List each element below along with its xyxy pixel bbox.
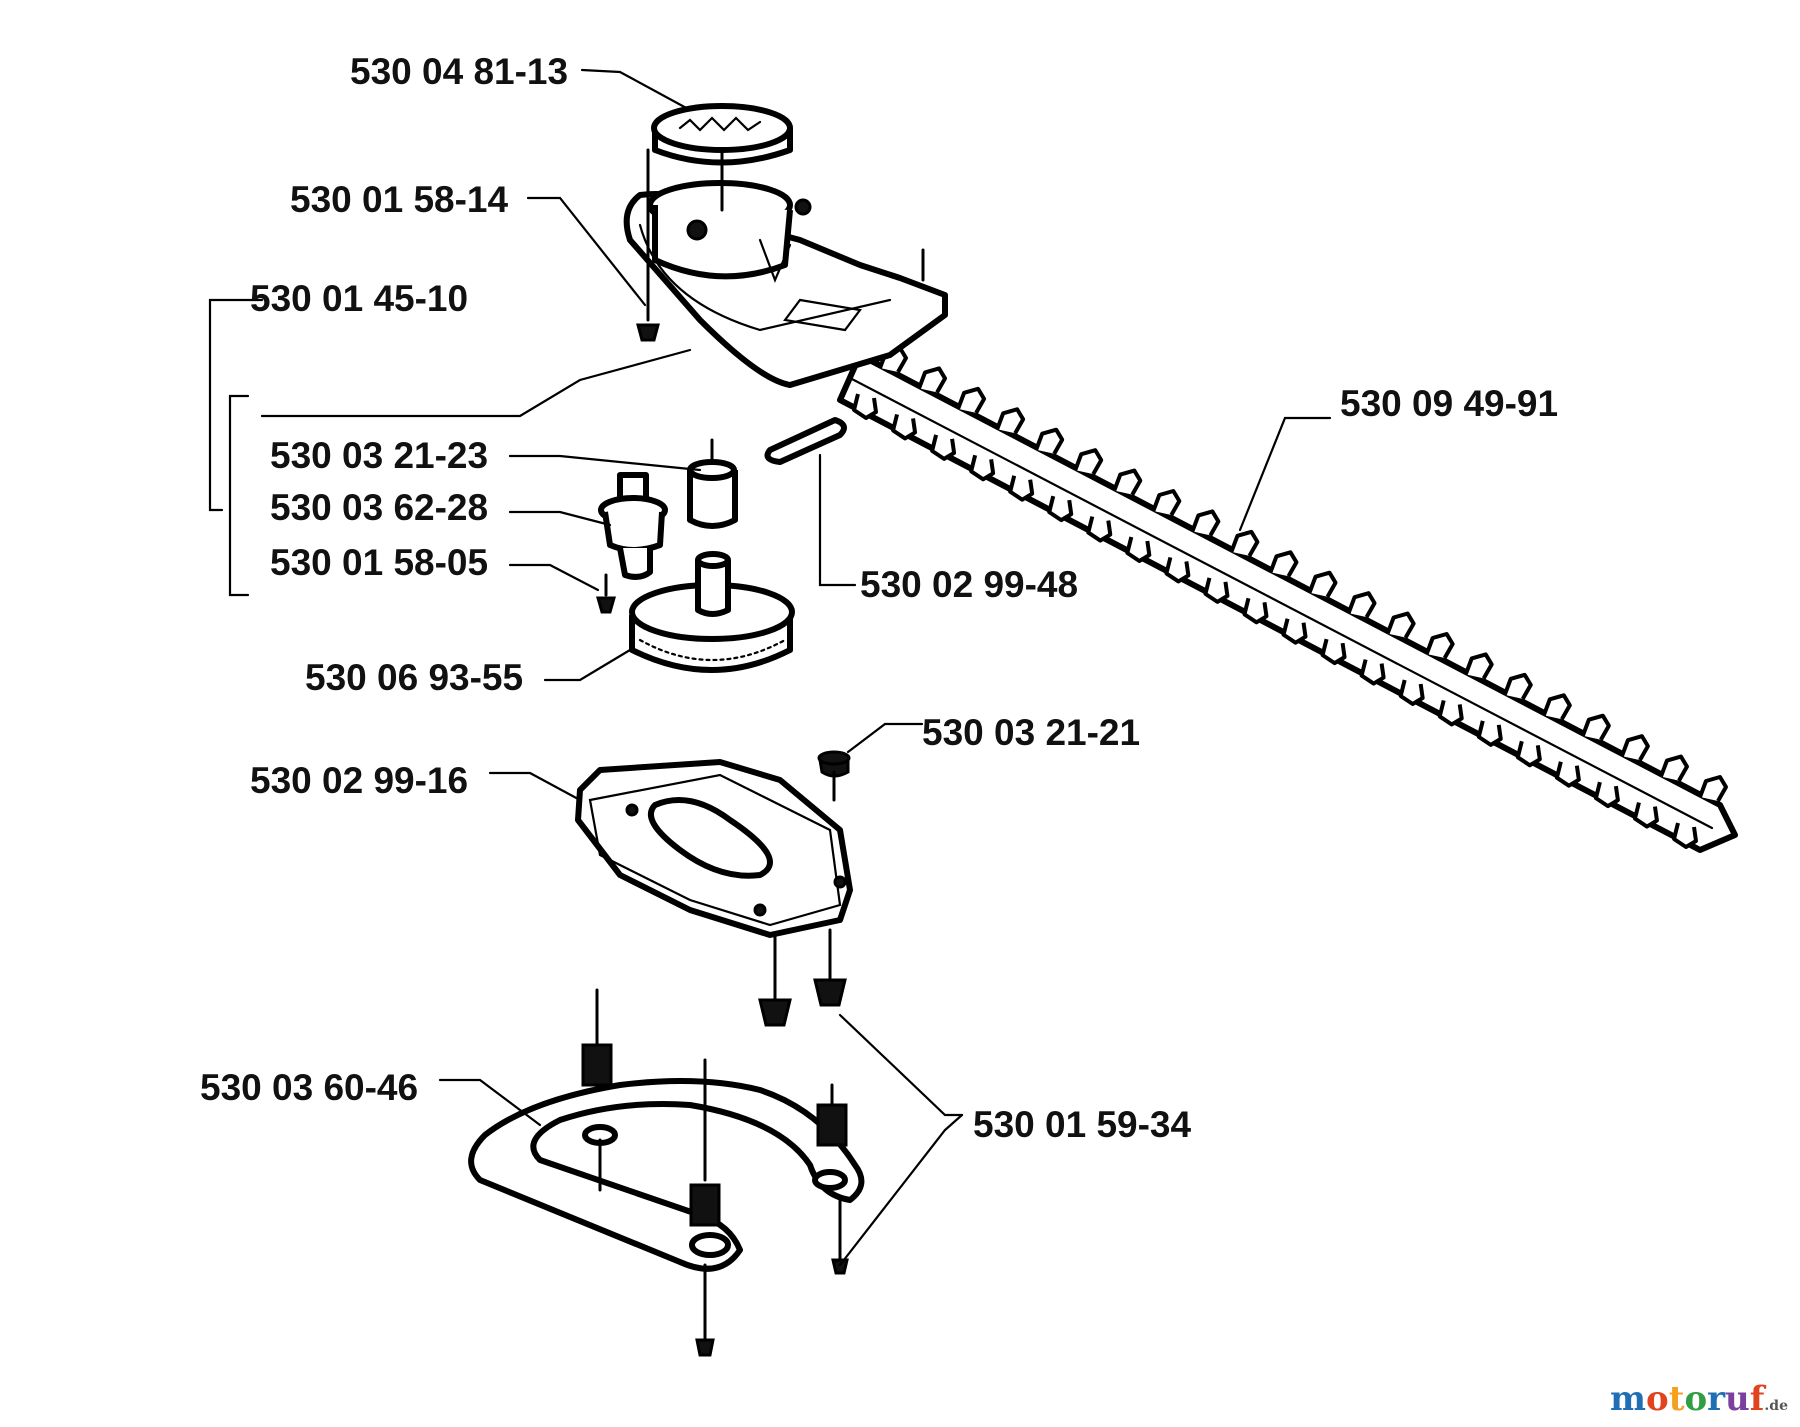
part-label-530-03-21-23: 530 03 21-23 bbox=[270, 435, 488, 476]
watermark-letter: u bbox=[1725, 1379, 1750, 1419]
blade-tooth bbox=[1281, 618, 1308, 645]
blade-tooth bbox=[1151, 489, 1182, 516]
blade-tooth bbox=[1632, 802, 1659, 829]
blade-tooth bbox=[1203, 577, 1230, 604]
hedge-blade-drawing bbox=[837, 346, 1738, 853]
part-label-530-01-58-14: 530 01 58-14 bbox=[290, 179, 509, 220]
part-label-530-02-99-48: 530 02 99-48 bbox=[860, 564, 1078, 605]
handle-bow-drawing bbox=[468, 988, 865, 1357]
blade-tooth bbox=[956, 386, 987, 414]
blade-tooth bbox=[1580, 713, 1611, 741]
part-label-530-03-62-28: 530 03 62-28 bbox=[270, 487, 488, 528]
gear-housing-drawing bbox=[623, 180, 948, 388]
blade-tooth bbox=[1125, 536, 1152, 563]
blade-tooth bbox=[1476, 720, 1503, 747]
blade-tooth bbox=[1541, 693, 1572, 721]
watermark-letter: t bbox=[1668, 1379, 1685, 1419]
bearing-pin-drawing bbox=[598, 472, 668, 580]
blade-tooth bbox=[1359, 659, 1386, 686]
part-labels: 530 04 81-13 530 01 58-14 530 01 45-10 5… bbox=[200, 51, 1558, 1145]
blade-tooth bbox=[1073, 448, 1104, 476]
blade-tooth bbox=[891, 413, 918, 441]
watermark-letter: r bbox=[1707, 1379, 1726, 1419]
blade-tooth bbox=[1593, 781, 1620, 809]
blade-tooth bbox=[1268, 550, 1299, 578]
part-label-530-01-58-05: 530 01 58-05 bbox=[270, 542, 488, 583]
blade-tooth bbox=[1463, 652, 1494, 680]
blade-tooth bbox=[1424, 632, 1455, 659]
bottom-plate-drawing bbox=[575, 759, 853, 938]
watermark-letter: o bbox=[1646, 1379, 1669, 1419]
blade-tooth bbox=[852, 393, 878, 420]
blade-tooth bbox=[969, 454, 996, 482]
part-label-530-01-45-10: 530 01 45-10 bbox=[250, 278, 468, 319]
blade-tooth bbox=[1047, 495, 1074, 523]
watermark-text: motoruf bbox=[1610, 1379, 1764, 1419]
nut-drawing bbox=[817, 750, 851, 802]
leader-lines bbox=[208, 68, 1332, 1267]
plate-screws-drawing bbox=[758, 928, 847, 1027]
blade-tooth bbox=[1190, 509, 1221, 537]
guide-plate-drawing bbox=[764, 417, 847, 465]
blade-tooth bbox=[1229, 529, 1260, 557]
part-label-530-01-59-34: 530 01 59-34 bbox=[973, 1104, 1192, 1145]
part-label-530-03-60-46: 530 03 60-46 bbox=[200, 1067, 418, 1108]
blade-tooth bbox=[930, 434, 957, 461]
watermark-tld: .de bbox=[1764, 1398, 1788, 1414]
blade-tooth bbox=[1515, 740, 1542, 768]
blade-tooth bbox=[1112, 468, 1143, 496]
blade-tooth bbox=[1398, 679, 1425, 706]
watermark-letter: m bbox=[1610, 1379, 1647, 1419]
part-label-530-09-49-91: 530 09 49-91 bbox=[1340, 383, 1558, 424]
blade-tooth bbox=[1242, 597, 1269, 625]
watermark-logo: motoruf.de bbox=[1610, 1379, 1788, 1419]
watermark-letter: f bbox=[1749, 1379, 1765, 1419]
blade-teeth-bottom bbox=[852, 393, 1698, 849]
blade-tooth bbox=[1698, 775, 1728, 802]
blade-tooth bbox=[1620, 734, 1650, 762]
blade-tooth bbox=[1086, 516, 1113, 543]
blade-tooth bbox=[1385, 611, 1416, 639]
screw-58-05-drawing bbox=[596, 573, 616, 614]
screw-58-14-drawing bbox=[636, 148, 660, 342]
blade-tooth bbox=[917, 366, 948, 394]
part-label-530-04-81-13: 530 04 81-13 bbox=[350, 51, 568, 92]
blade-tooth bbox=[995, 407, 1026, 435]
part-label-530-02-99-16: 530 02 99-16 bbox=[250, 760, 468, 801]
gear-wheel-drawing bbox=[629, 551, 795, 673]
blade-tooth bbox=[1346, 591, 1377, 619]
sleeve-drawing bbox=[687, 438, 738, 529]
blade-tooth bbox=[1437, 699, 1464, 727]
part-label-530-06-93-55: 530 06 93-55 bbox=[305, 657, 523, 698]
blade-tooth bbox=[1502, 672, 1533, 700]
blade-tooth bbox=[1554, 761, 1581, 788]
cover-cap-drawing bbox=[651, 103, 793, 212]
blade-tooth bbox=[1659, 754, 1689, 782]
blade-tooth bbox=[1008, 475, 1035, 502]
blade-tooth bbox=[1320, 638, 1347, 666]
part-label-530-03-21-21: 530 03 21-21 bbox=[922, 712, 1140, 753]
watermark-letter: o bbox=[1684, 1379, 1708, 1419]
blade-tooth bbox=[1307, 570, 1338, 598]
blade-tooth bbox=[1164, 556, 1191, 584]
blade-tooth bbox=[1034, 427, 1065, 455]
blade-tooth bbox=[1672, 822, 1698, 849]
